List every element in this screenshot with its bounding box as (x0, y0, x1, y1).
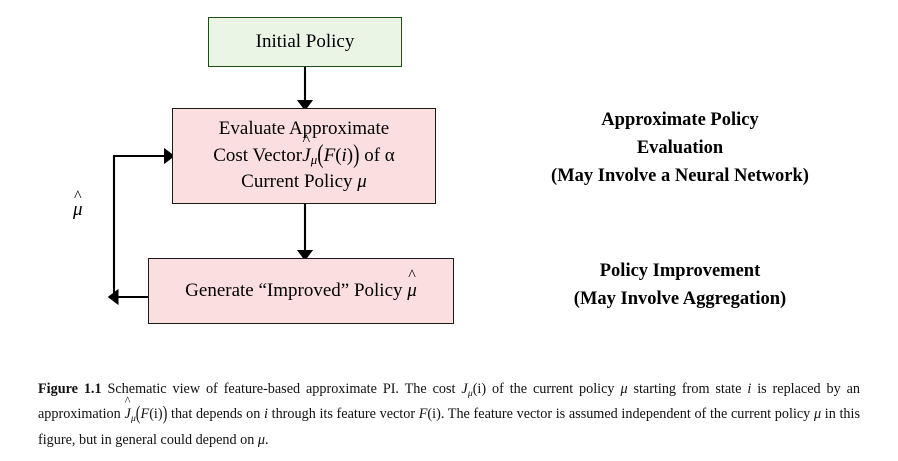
node-evaluate-line-1: Evaluate Approximate (218, 117, 390, 139)
node-generate-improved-policy: Generate “Improved” Policy ^μ (148, 258, 454, 324)
annotation-evaluation-line-1: Approximate Policy (601, 110, 759, 130)
math-mu-hat-loop: ^μ (73, 188, 83, 220)
node-evaluate-approximate-cost: Evaluate Approximate Cost Vector ^Jμ(F(i… (172, 108, 436, 204)
math-F: F (323, 144, 336, 166)
node-evaluate-line-3: Current Policy μ (241, 169, 367, 196)
math-j-subscript: μ (310, 152, 318, 168)
caption-math-J-sub: μ (467, 387, 473, 399)
node-initial-policy: Initial Policy (208, 17, 402, 67)
annotation-improvement-line-1: Policy Improvement (599, 261, 761, 281)
caption-math-F-inner: (i) (149, 406, 163, 423)
node-evaluate-line2-post: of (364, 144, 381, 166)
caption-math-mu-3: μ (257, 431, 265, 448)
node-initial-policy-label: Initial Policy (255, 30, 355, 52)
caption-text-7: . The feature vector is assumed independ… (440, 406, 814, 423)
caption-math-mu-1: μ (620, 381, 628, 397)
annotation-evaluation-line-3: (May Involve a Neural Network) (551, 166, 809, 187)
math-close-paren: ) (353, 140, 360, 170)
caption-math-close: ) (162, 402, 168, 426)
loop-label-mu-hat: ^μ (73, 188, 83, 221)
node-improve-line: Generate “Improved” Policy ^μ (185, 266, 417, 305)
caption-figure-number: Figure 1.1 (38, 381, 102, 397)
math-mu-hat: ^μ (407, 266, 417, 301)
math-mu-current: μ (357, 171, 367, 193)
annotation-evaluation-line-2: Evaluation (636, 138, 724, 159)
caption-text-4: is replaced by an approximation (38, 381, 860, 423)
caption-math-i-2: i (264, 406, 268, 423)
caption-text-5: that depends on (167, 406, 265, 423)
math-i: i (341, 144, 347, 166)
caption-text-3: starting from state (627, 381, 748, 397)
annotation-policy-evaluation: Approximate Policy Evaluation (May Invol… (470, 106, 890, 190)
math-j-hat-mu: ^J (302, 131, 311, 166)
math-open-paren: ( (317, 140, 324, 170)
node-evaluate-line-2: Cost Vector ^Jμ(F(i)) of α (213, 131, 395, 170)
figure-caption: Figure 1.1 Schematic view of feature-bas… (38, 377, 860, 453)
caption-math-open: ( (135, 402, 141, 426)
caption-math-J-args: (i) (472, 381, 487, 397)
caption-math-mu-2: μ (813, 406, 822, 423)
annotation-policy-improvement: Policy Improvement (May Involve Aggregat… (470, 257, 890, 313)
caption-text-2: of the current policy (486, 381, 621, 397)
annotation-improvement-line-2: (May Involve Aggregation) (573, 289, 787, 310)
caption-text-8: in this figure, but in general could dep… (38, 406, 860, 448)
caption-math-Jhat-sub: μ (130, 412, 136, 424)
caption-math-J: J (461, 381, 468, 397)
node-evaluate-line2-text: Cost Vector (213, 144, 303, 166)
caption-math-F-2-args: (i) (427, 406, 441, 423)
node-evaluate-line2-clipped: α (384, 144, 395, 166)
math-F-close: ) (346, 144, 354, 166)
caption-text-1: Schematic view of feature-based approxim… (101, 381, 462, 397)
node-improve-text: Generate “Improved” Policy (185, 279, 403, 301)
caption-math-J-hat: ^J (124, 394, 131, 423)
caption-text-9: . (264, 431, 269, 448)
math-F-open: ( (335, 144, 342, 166)
caption-math-i-1: i (747, 381, 752, 397)
caption-math-F-1: F (140, 406, 150, 423)
node-evaluate-line3-text: Current Policy (241, 171, 353, 193)
caption-math-F-2: F (418, 406, 428, 423)
caption-text-6: through its feature vector (267, 406, 419, 423)
